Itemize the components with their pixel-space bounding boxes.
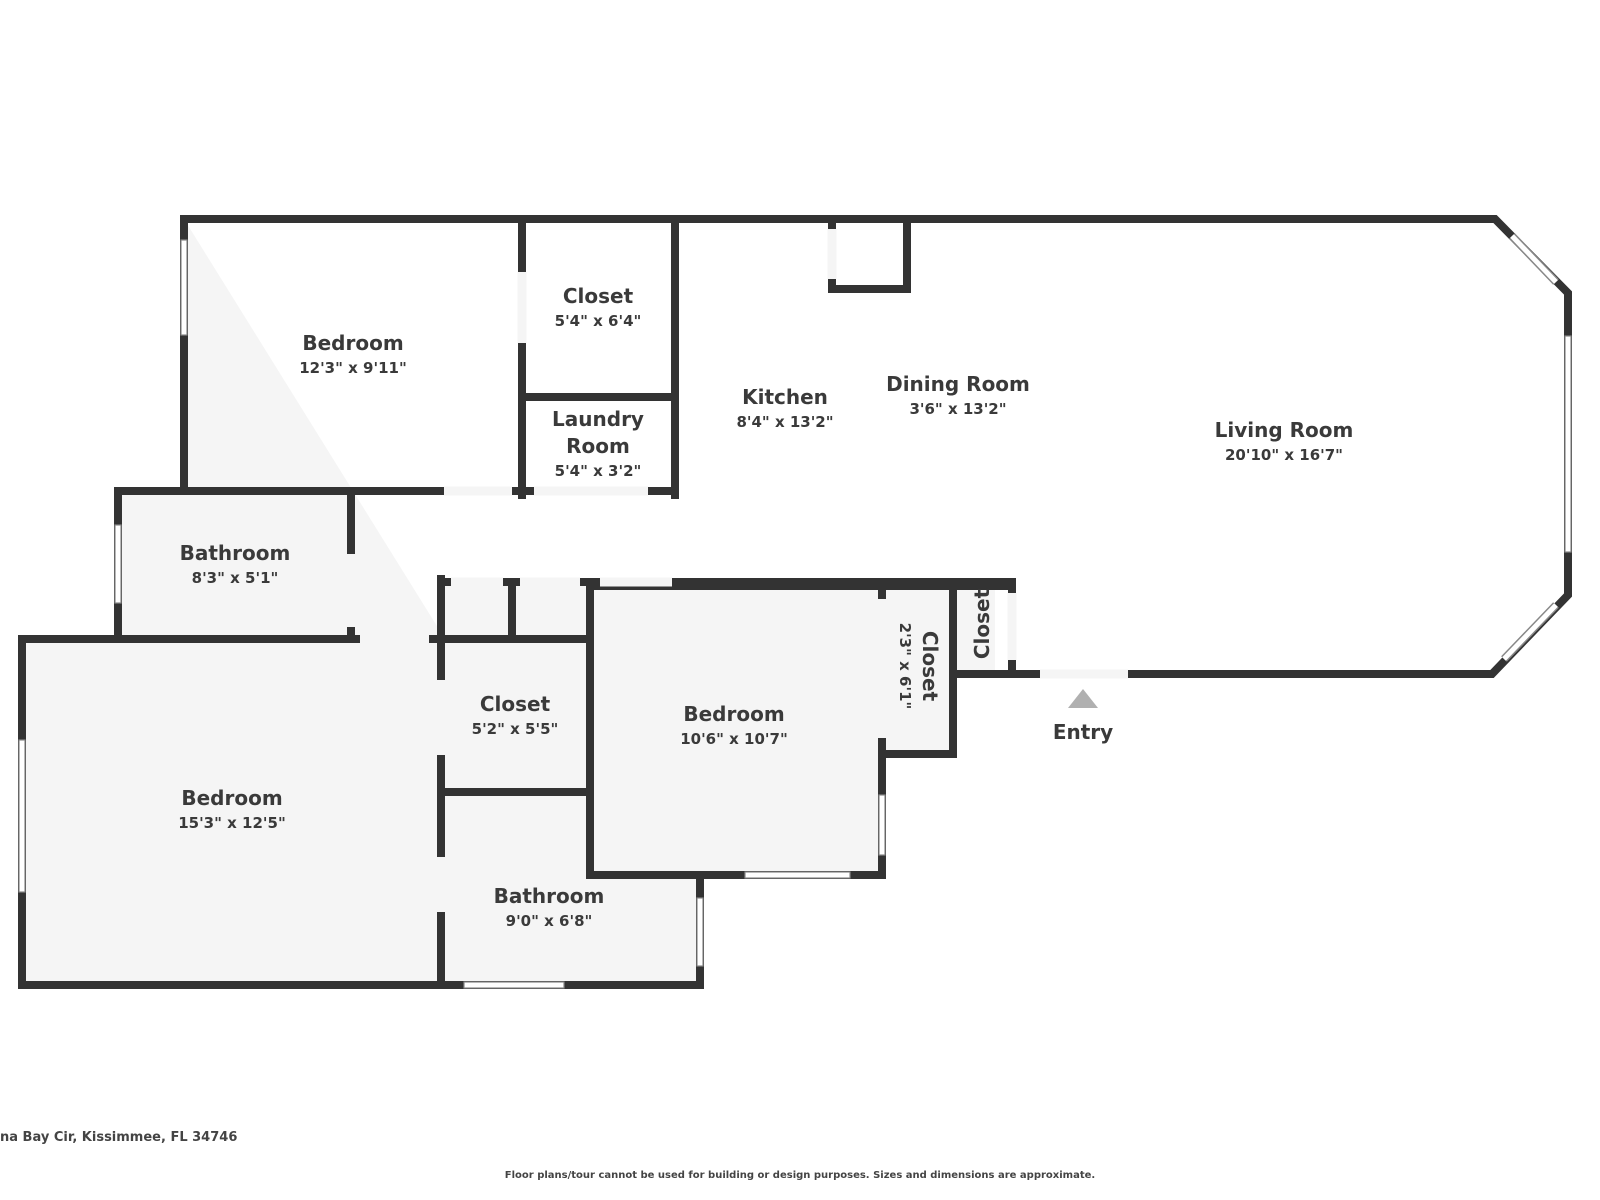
closet1-dims: 5'4" x 6'4" — [555, 312, 642, 330]
closet1-name: Closet — [563, 284, 634, 308]
window-bathroom2-bottom — [463, 981, 565, 989]
closet3-name: Closet — [918, 631, 942, 702]
bathroom1-dims: 8'3" x 5'1" — [192, 569, 279, 587]
bedroom2-dims: 10'6" x 10'7" — [680, 730, 788, 748]
bedroom3-dims: 15'3" x 12'5" — [178, 814, 286, 832]
windows — [18, 233, 1572, 989]
outer-wall-top — [180, 215, 1572, 678]
window-living-right — [1564, 335, 1572, 553]
living-dims: 20'10" x 16'7" — [1225, 446, 1343, 464]
door-openings — [346, 229, 1128, 912]
kitchen-notch — [828, 215, 911, 293]
window-bedroom2-right — [878, 794, 886, 856]
laundry-dims: 5'4" x 3'2" — [555, 462, 642, 480]
floor-fills — [22, 219, 1568, 985]
window-bathroom1 — [114, 524, 122, 604]
closet2-dims: 5'2" x 5'5" — [472, 720, 559, 738]
entry-arrow-icon — [1068, 689, 1098, 708]
window-bathroom2-right — [696, 897, 704, 967]
window-bedroom3 — [18, 739, 26, 893]
room-labels: Bedroom 12'3" x 9'11" Closet 5'4" x 6'4"… — [178, 284, 1353, 930]
bathroom2-dims: 9'0" x 6'8" — [506, 912, 593, 930]
address-text: na Bay Cir, Kissimmee, FL 34746 — [0, 1130, 238, 1145]
bedroom2-name: Bedroom — [683, 702, 784, 726]
laundry-name-line1: Laundry — [552, 407, 644, 431]
window-living-upper-diag-inner — [1510, 234, 1558, 284]
kitchen-name: Kitchen — [742, 385, 828, 409]
closet3-dims: 2'3" x 6'1" — [896, 623, 914, 710]
dining-name: Dining Room — [886, 372, 1030, 396]
bedroom3-name: Bedroom — [181, 786, 282, 810]
living-name: Living Room — [1215, 418, 1354, 442]
closet2-name: Closet — [480, 692, 551, 716]
bedroom1-dims: 12'3" x 9'11" — [299, 359, 407, 377]
bedroom1-name: Bedroom — [302, 331, 403, 355]
window-bedroom2-bottom — [744, 871, 851, 879]
dining-dims: 3'6" x 13'2" — [909, 400, 1006, 418]
disclaimer-text: Floor plans/tour cannot be used for buil… — [504, 1170, 1096, 1181]
kitchen-dims: 8'4" x 13'2" — [736, 413, 833, 431]
laundry-name-line2: Room — [566, 434, 630, 458]
window-living-lower-diag-inner — [1502, 603, 1558, 661]
window-bedroom1 — [180, 239, 188, 336]
bathroom1-name: Bathroom — [180, 541, 291, 565]
closet4-name: Closet — [970, 588, 994, 659]
entry-label: Entry — [1053, 720, 1113, 744]
bathroom2-name: Bathroom — [494, 884, 605, 908]
